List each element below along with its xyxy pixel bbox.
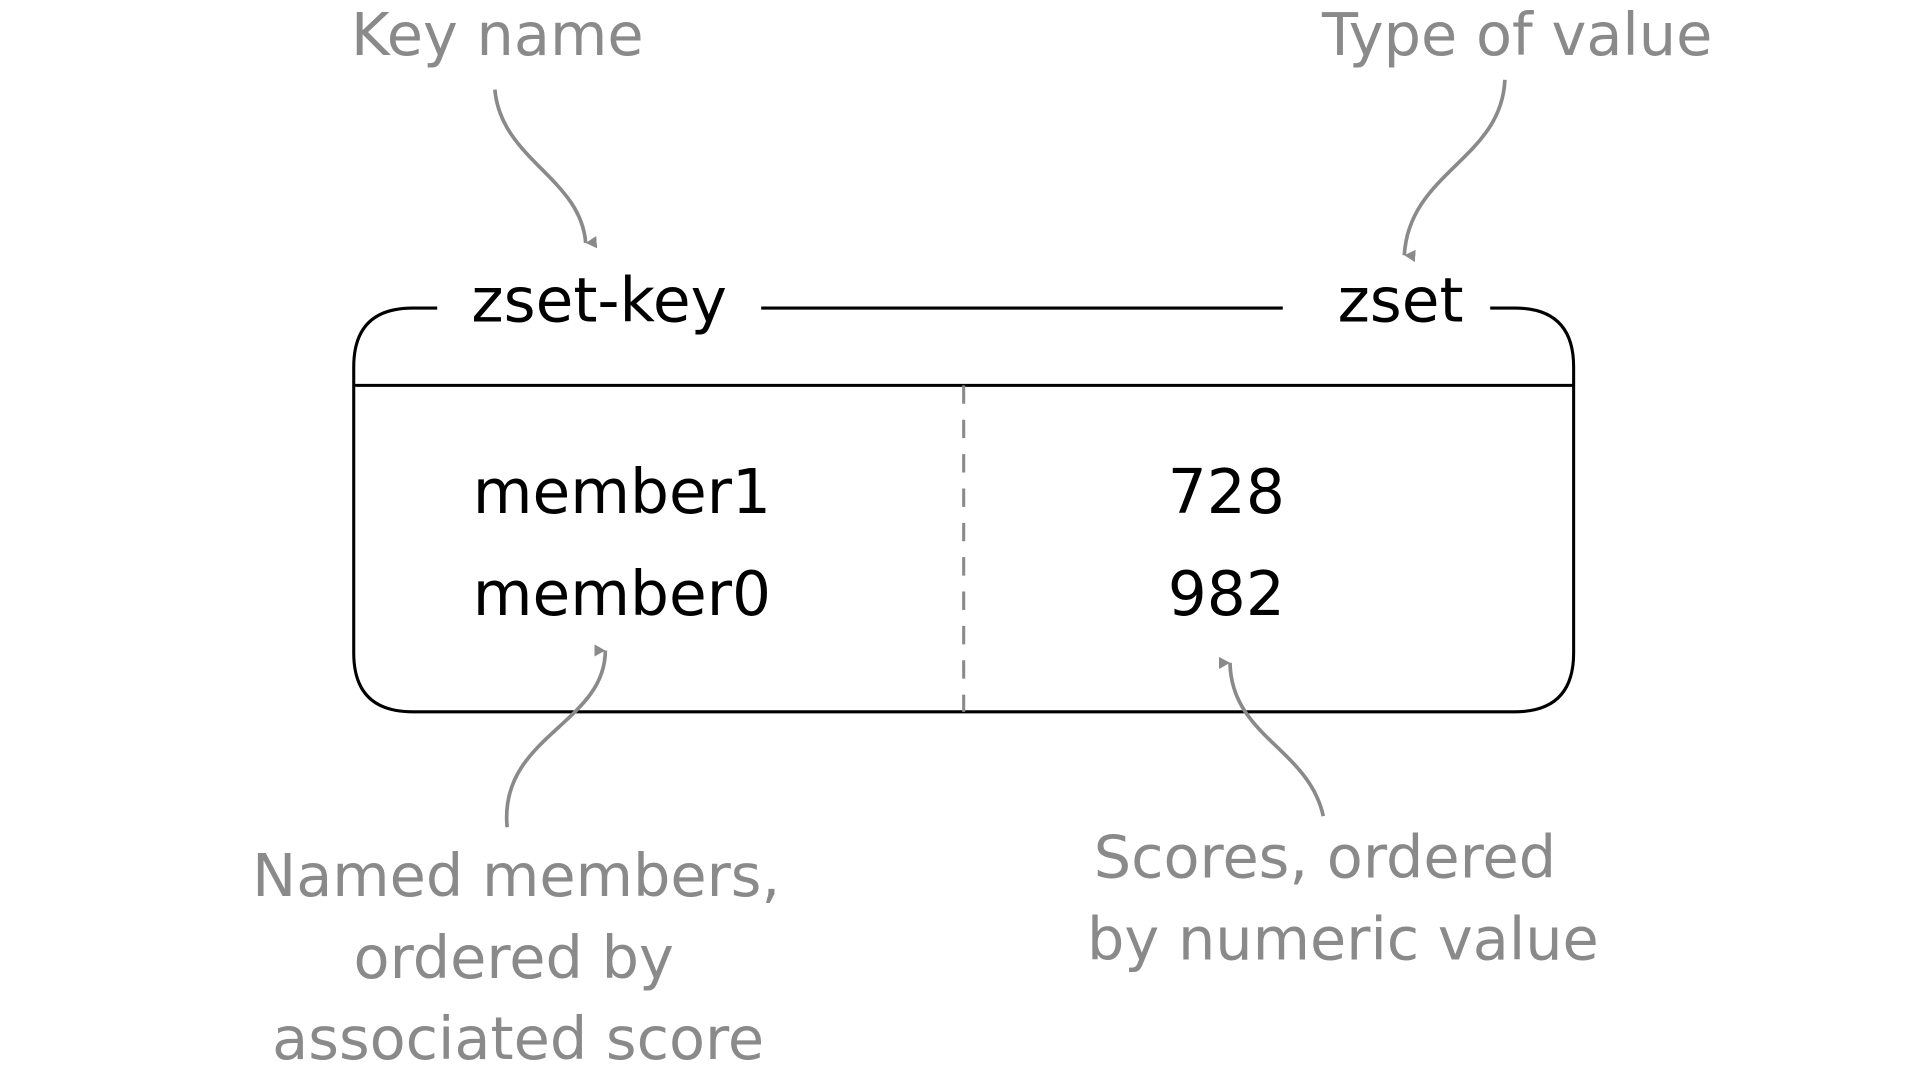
scores-annotation-line-2: by numeric value xyxy=(1087,905,1599,974)
key-name-value: zset-key xyxy=(471,266,727,337)
type-of-value-arrow xyxy=(1402,79,1507,263)
members-annotation-line-1: Named members, xyxy=(252,841,780,910)
key-type-value: zset xyxy=(1338,266,1464,337)
members-annotation: Named members, ordered by associated sco… xyxy=(252,841,799,1073)
member-value: member1 xyxy=(473,457,771,528)
scores-annotation-line-1: Scores, ordered xyxy=(1094,823,1556,892)
type-of-value-annotation: Type of value xyxy=(1321,0,1712,69)
scores-annotation: Scores, ordered by numeric value xyxy=(1087,823,1599,974)
score-value: 728 xyxy=(1168,457,1285,528)
members-arrow xyxy=(504,644,608,828)
key-name-arrow xyxy=(493,89,598,249)
key-name-annotation: Key name xyxy=(351,0,643,69)
members-annotation-line-2: ordered by xyxy=(354,923,674,992)
member-value: member0 xyxy=(473,559,771,630)
row-1: member0 982 xyxy=(473,559,1285,630)
score-value: 982 xyxy=(1168,559,1285,630)
scores-arrow xyxy=(1218,656,1326,817)
row-0: member1 728 xyxy=(473,457,1285,528)
zset-container xyxy=(352,306,1576,714)
members-annotation-line-3: associated score xyxy=(272,1004,764,1073)
